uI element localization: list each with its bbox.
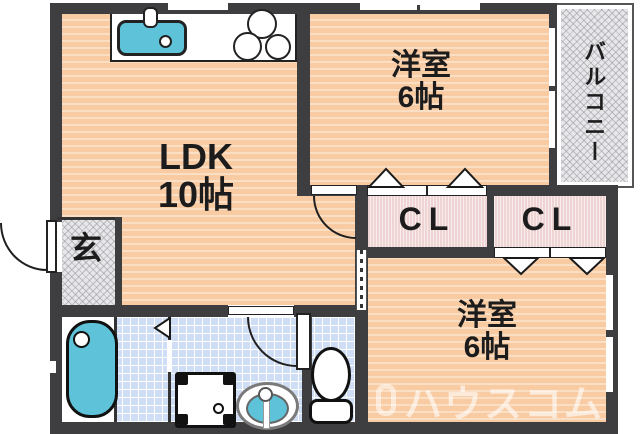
closet-top-floor (367, 196, 487, 247)
wall-bathroom-top (50, 305, 368, 317)
wall-left (50, 3, 62, 434)
sink-drain-icon (159, 35, 172, 48)
entrance-label: 玄 (69, 230, 102, 266)
closet-top-label: CL (398, 201, 456, 237)
washbasin-knob-icon (258, 387, 273, 402)
closet-bottom-floor (494, 196, 606, 247)
entrance-floor (57, 220, 115, 305)
bedroom-top-name: 洋室 (391, 49, 451, 82)
bedroom-bottom-size: 6帖 (463, 330, 511, 364)
window-left-small (50, 361, 56, 373)
watermark: ハウスコム (376, 378, 604, 422)
window-right-pane1 (606, 275, 613, 330)
sink-faucet-icon (143, 7, 158, 28)
wall-ldk-bedroom-divider (297, 3, 310, 196)
window-balcony-pane1 (549, 28, 555, 86)
watermark-logo-icon (376, 384, 396, 416)
window-balcony-pane2 (549, 91, 555, 148)
ldk-label: LDK 10帖 (100, 138, 292, 214)
washbasin-stem-icon (263, 395, 270, 429)
bedroom-top-label: 洋室 6帖 (348, 50, 494, 113)
washer-corner-3 (177, 414, 188, 425)
wall-closet-bottom (355, 247, 618, 258)
washer-drain-icon (213, 403, 224, 414)
washer-corner-2 (223, 374, 234, 385)
washroom-door-lintel (228, 306, 294, 315)
balcony-floor (561, 9, 628, 182)
closet-bottom-label: CL (521, 201, 579, 237)
bath-door-gap (167, 340, 172, 372)
ldk-name: LDK (159, 136, 233, 177)
toilet-bowl-icon (311, 347, 351, 402)
window-kitchen (168, 3, 228, 10)
bathtub-drain-icon (73, 331, 90, 348)
bedroom-top-size: 6帖 (397, 80, 445, 114)
watermark-text: ハウスコム (403, 383, 604, 423)
stove-burner-2-icon (233, 32, 262, 61)
toilet-door-leaf (296, 313, 311, 370)
wall-closet-divider (487, 196, 494, 247)
balcony-area (555, 3, 634, 188)
stove-burner-3-icon (265, 34, 291, 60)
balcony-label: バルコニー (581, 39, 607, 165)
window-bedroom-top-divider (417, 5, 420, 10)
bedroom-bottom-label: 洋室 6帖 (412, 300, 562, 363)
window-bedroom-top (360, 3, 480, 10)
bedroom-bottom-name: 洋室 (457, 299, 517, 332)
closet-top-door-divider (426, 185, 428, 196)
entrance-step-edge (57, 217, 115, 220)
closet-bottom-door-divider (549, 247, 551, 258)
entrance-door-arc (0, 223, 47, 271)
washer-corner-1 (177, 374, 188, 385)
washer-corner-4 (223, 414, 234, 425)
entrance-door-leaf (46, 220, 57, 273)
window-right-pane2 (606, 337, 613, 392)
wall-entrance-right (115, 217, 122, 317)
toilet-tank-icon (309, 399, 353, 424)
bedroom-top-door-leaf (311, 185, 357, 195)
ldk-size: 10帖 (157, 173, 235, 215)
sliding-door-ldk-bedroom (356, 250, 367, 310)
